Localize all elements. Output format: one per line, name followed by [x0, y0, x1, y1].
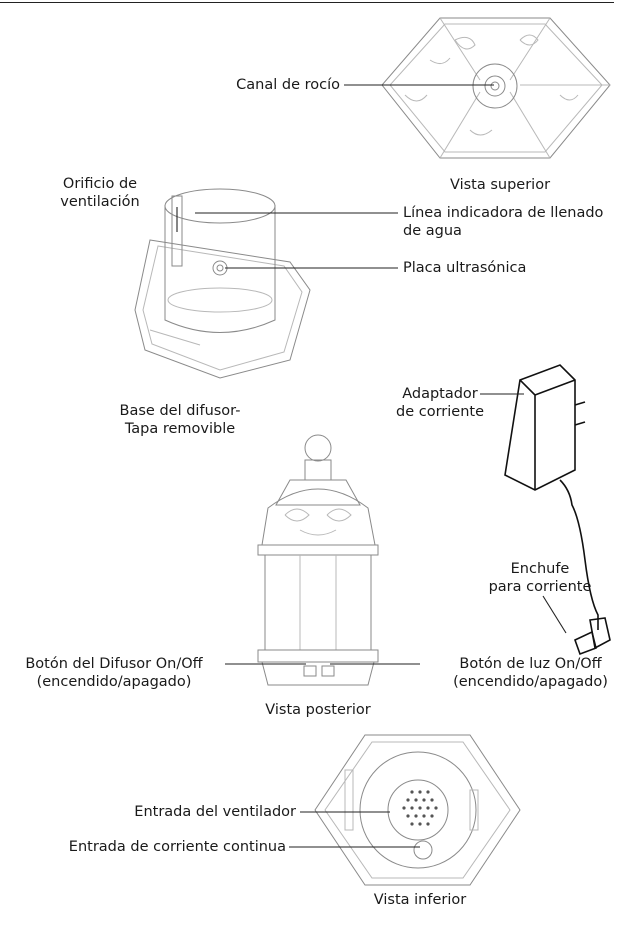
ultrasonic-plate-label: Placa ultrasónica: [403, 260, 527, 276]
power-adapter-label-line2: de corriente: [396, 404, 484, 420]
water-fill-line-label-line1: Línea indicadora de llenado: [403, 205, 604, 221]
diffuser-button-label-line2: (encendido/apagado): [36, 674, 192, 690]
dew-channel-label: Canal de rocío: [236, 77, 340, 93]
diffuser-base-caption-line2: Tapa removible: [124, 421, 236, 437]
power-plug-label-line1: Enchufe: [510, 561, 570, 577]
fan-grille-dots: [402, 790, 438, 826]
vent-hole-label-line1: Orificio de: [62, 176, 138, 192]
water-fill-line-label-line2: de agua: [403, 223, 462, 239]
fan-inlet-label: Entrada del ventilador: [134, 804, 296, 820]
water-fill-line-label: Línea indicadora de llenado de agua: [403, 204, 603, 240]
lantern-rear-view-drawing: [257, 434, 379, 686]
top-view-caption: Vista superior: [449, 177, 551, 193]
power-plug-label-line2: para corriente: [488, 579, 592, 595]
dc-inlet-label: Entrada de corriente continua: [68, 839, 286, 855]
rear-view-caption: Vista posterior: [265, 702, 371, 718]
top-rule: [0, 2, 614, 3]
bottom-view-drawing: [314, 734, 521, 886]
diffuser-base-caption-line1: Base del difusor-: [119, 403, 241, 419]
power-adapter-drawing: [504, 364, 611, 656]
light-button-label-line1: Botón de luz On/Off: [459, 656, 602, 672]
leader-lines: [176, 84, 567, 848]
diffuser-base-drawing: [134, 188, 311, 379]
light-button-label: Botón de luz On/Off (encendido/apagado): [423, 655, 638, 691]
diffuser-base-caption: Base del difusor- Tapa removible: [100, 402, 260, 438]
power-adapter-label-line1: Adaptador: [402, 386, 478, 402]
top-view-drawing: [381, 17, 611, 159]
vent-hole-label: Orificio de ventilación: [30, 175, 170, 211]
diffuser-button-label: Botón del Difusor On/Off (encendido/apag…: [4, 655, 224, 691]
power-plug-label: Enchufe para corriente: [480, 560, 600, 596]
diffuser-button-label-line1: Botón del Difusor On/Off: [25, 656, 203, 672]
vent-hole-label-line2: ventilación: [60, 194, 140, 210]
light-button-label-line2: (encendido/apagado): [453, 674, 608, 690]
bottom-view-caption: Vista inferior: [373, 892, 467, 908]
power-adapter-label: Adaptador de corriente: [395, 385, 485, 421]
